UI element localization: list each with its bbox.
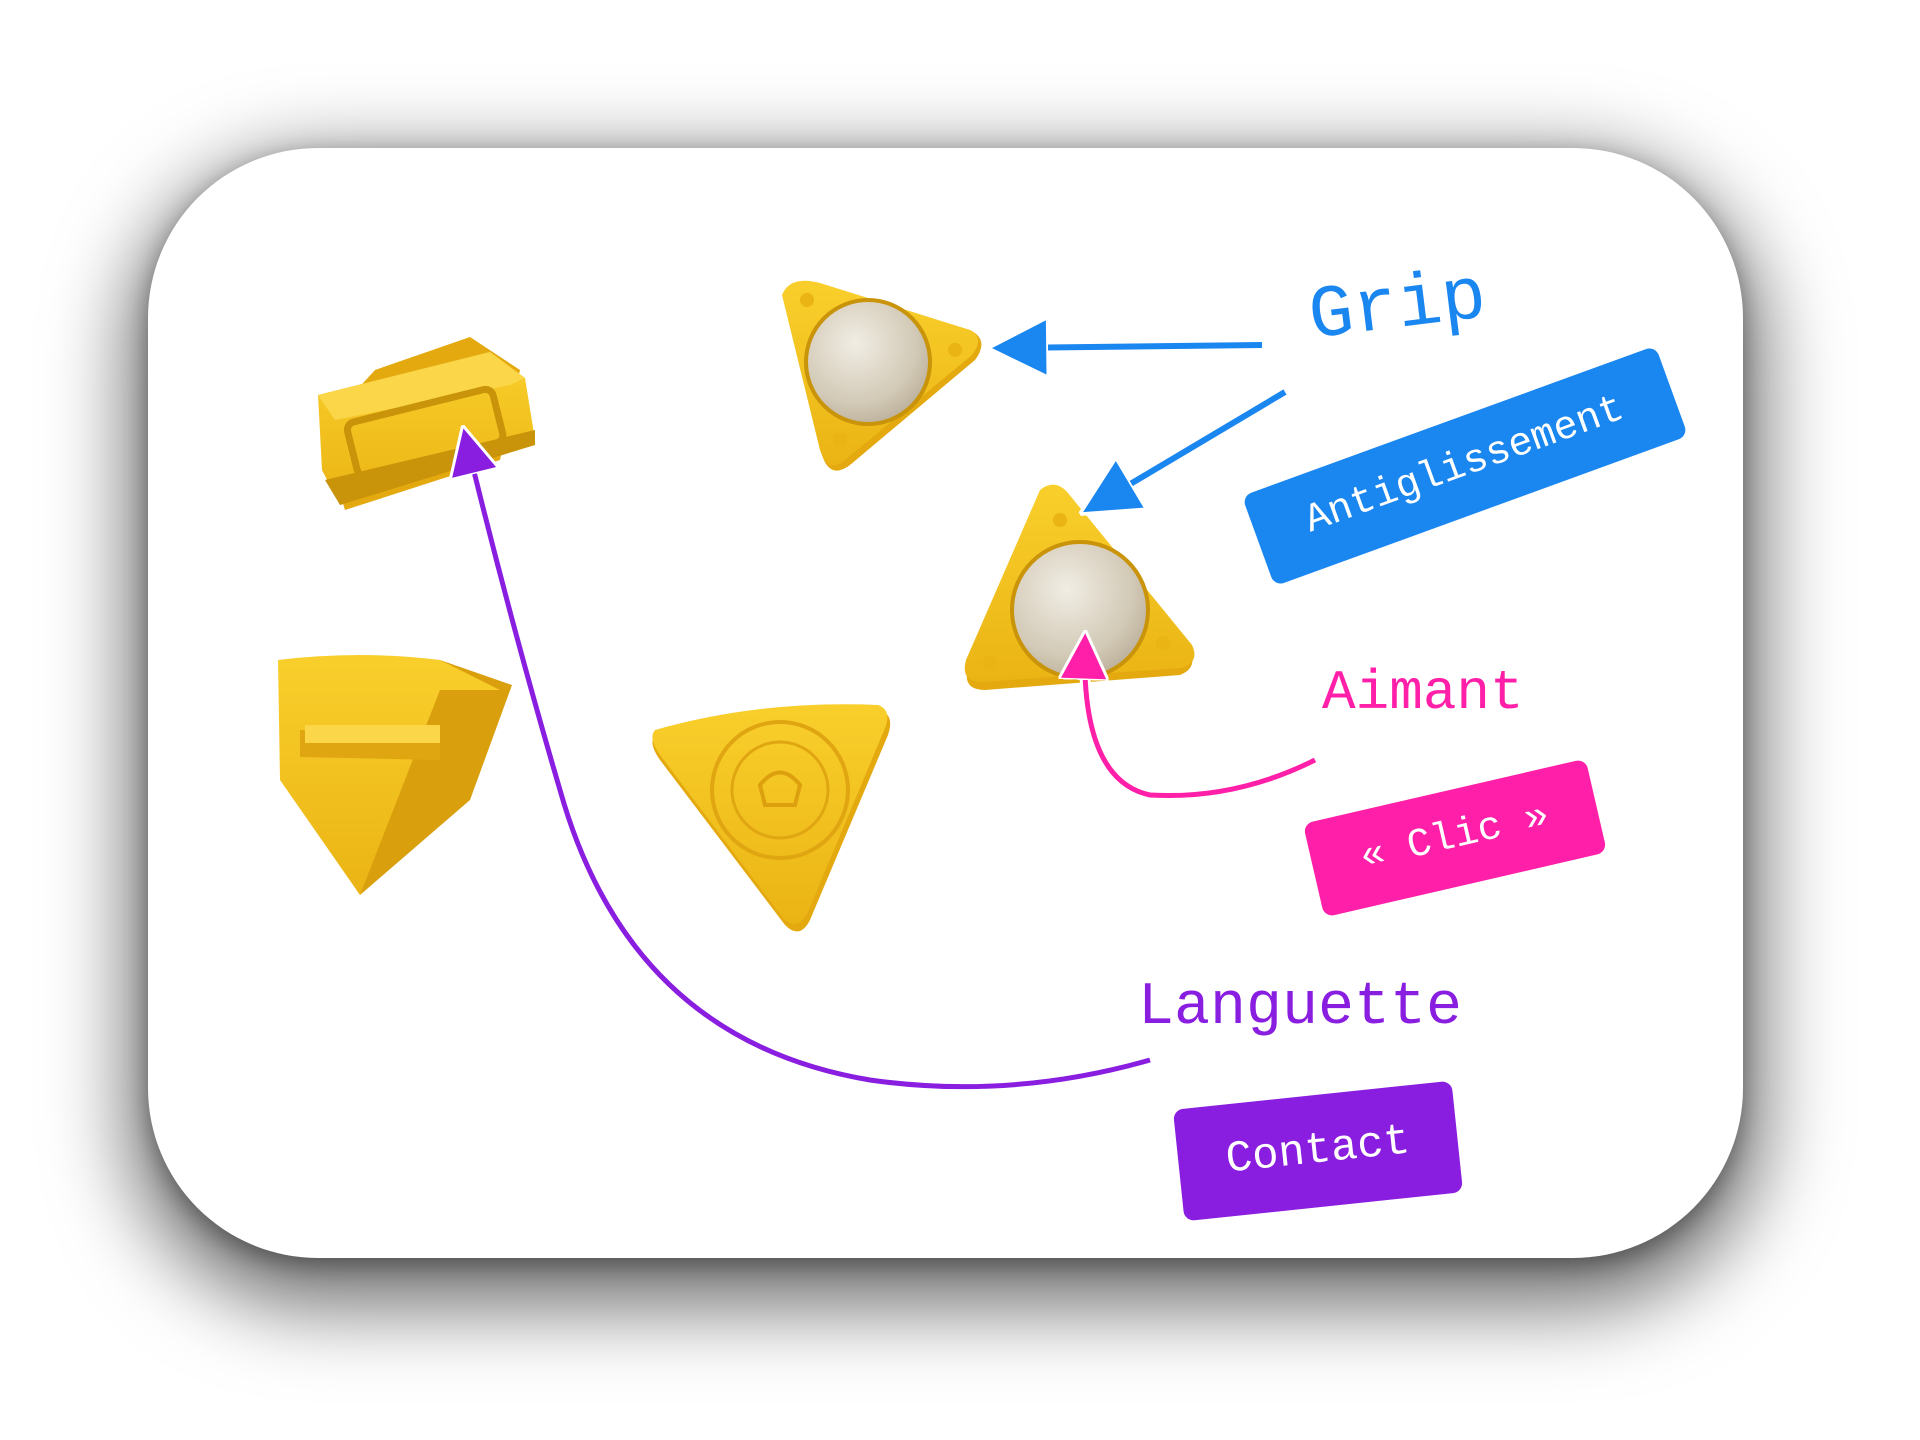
- triangle-magnet-piece-top: [782, 280, 982, 471]
- triangle-magnet-piece-middle: [964, 484, 1195, 690]
- languette-title: Languette: [1138, 974, 1463, 1042]
- clip-piece-bottom-left: [278, 655, 512, 895]
- clip-piece-slot: [318, 337, 535, 510]
- flat-triangle-piece: [652, 704, 891, 932]
- grip-title: Grip: [1304, 255, 1491, 361]
- aimant-title: Aimant: [1322, 661, 1524, 725]
